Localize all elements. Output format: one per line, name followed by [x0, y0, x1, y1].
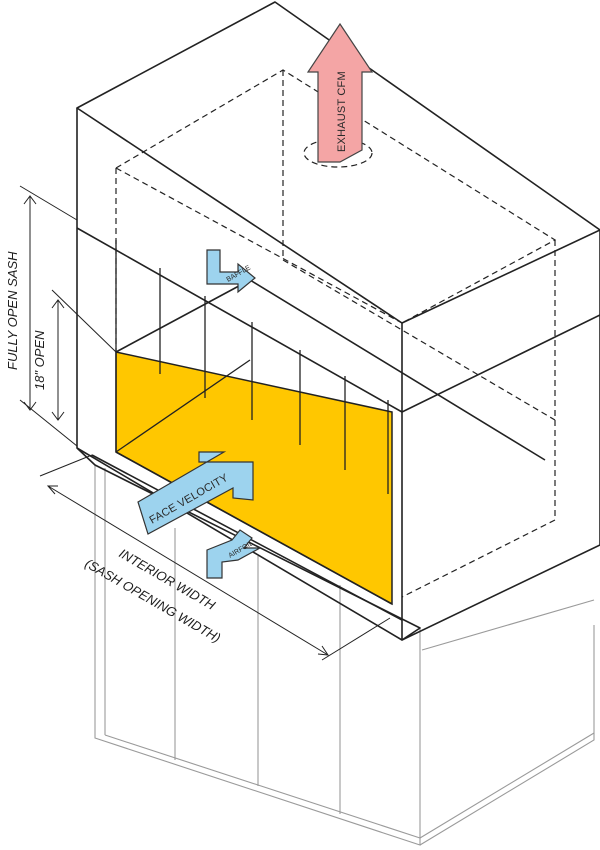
exhaust-arrow: EXHAUST CFM	[306, 22, 374, 163]
dimension-fully-open	[19, 185, 78, 447]
baffle-airflow-arrow: BAFFLE	[206, 249, 256, 294]
dimension-interior-width	[39, 454, 391, 661]
exhaust-label: EXHAUST CFM	[336, 71, 348, 152]
hidden-lines	[115, 69, 557, 598]
base-cabinet	[94, 465, 595, 846]
fully-open-sash-label: FULLY OPEN SASH	[5, 251, 20, 370]
eighteen-open-label: 18" OPEN	[32, 330, 47, 390]
dimension-18-open	[51, 289, 117, 421]
airfoil-airflow-arrow: AIRFOIL	[206, 529, 261, 579]
